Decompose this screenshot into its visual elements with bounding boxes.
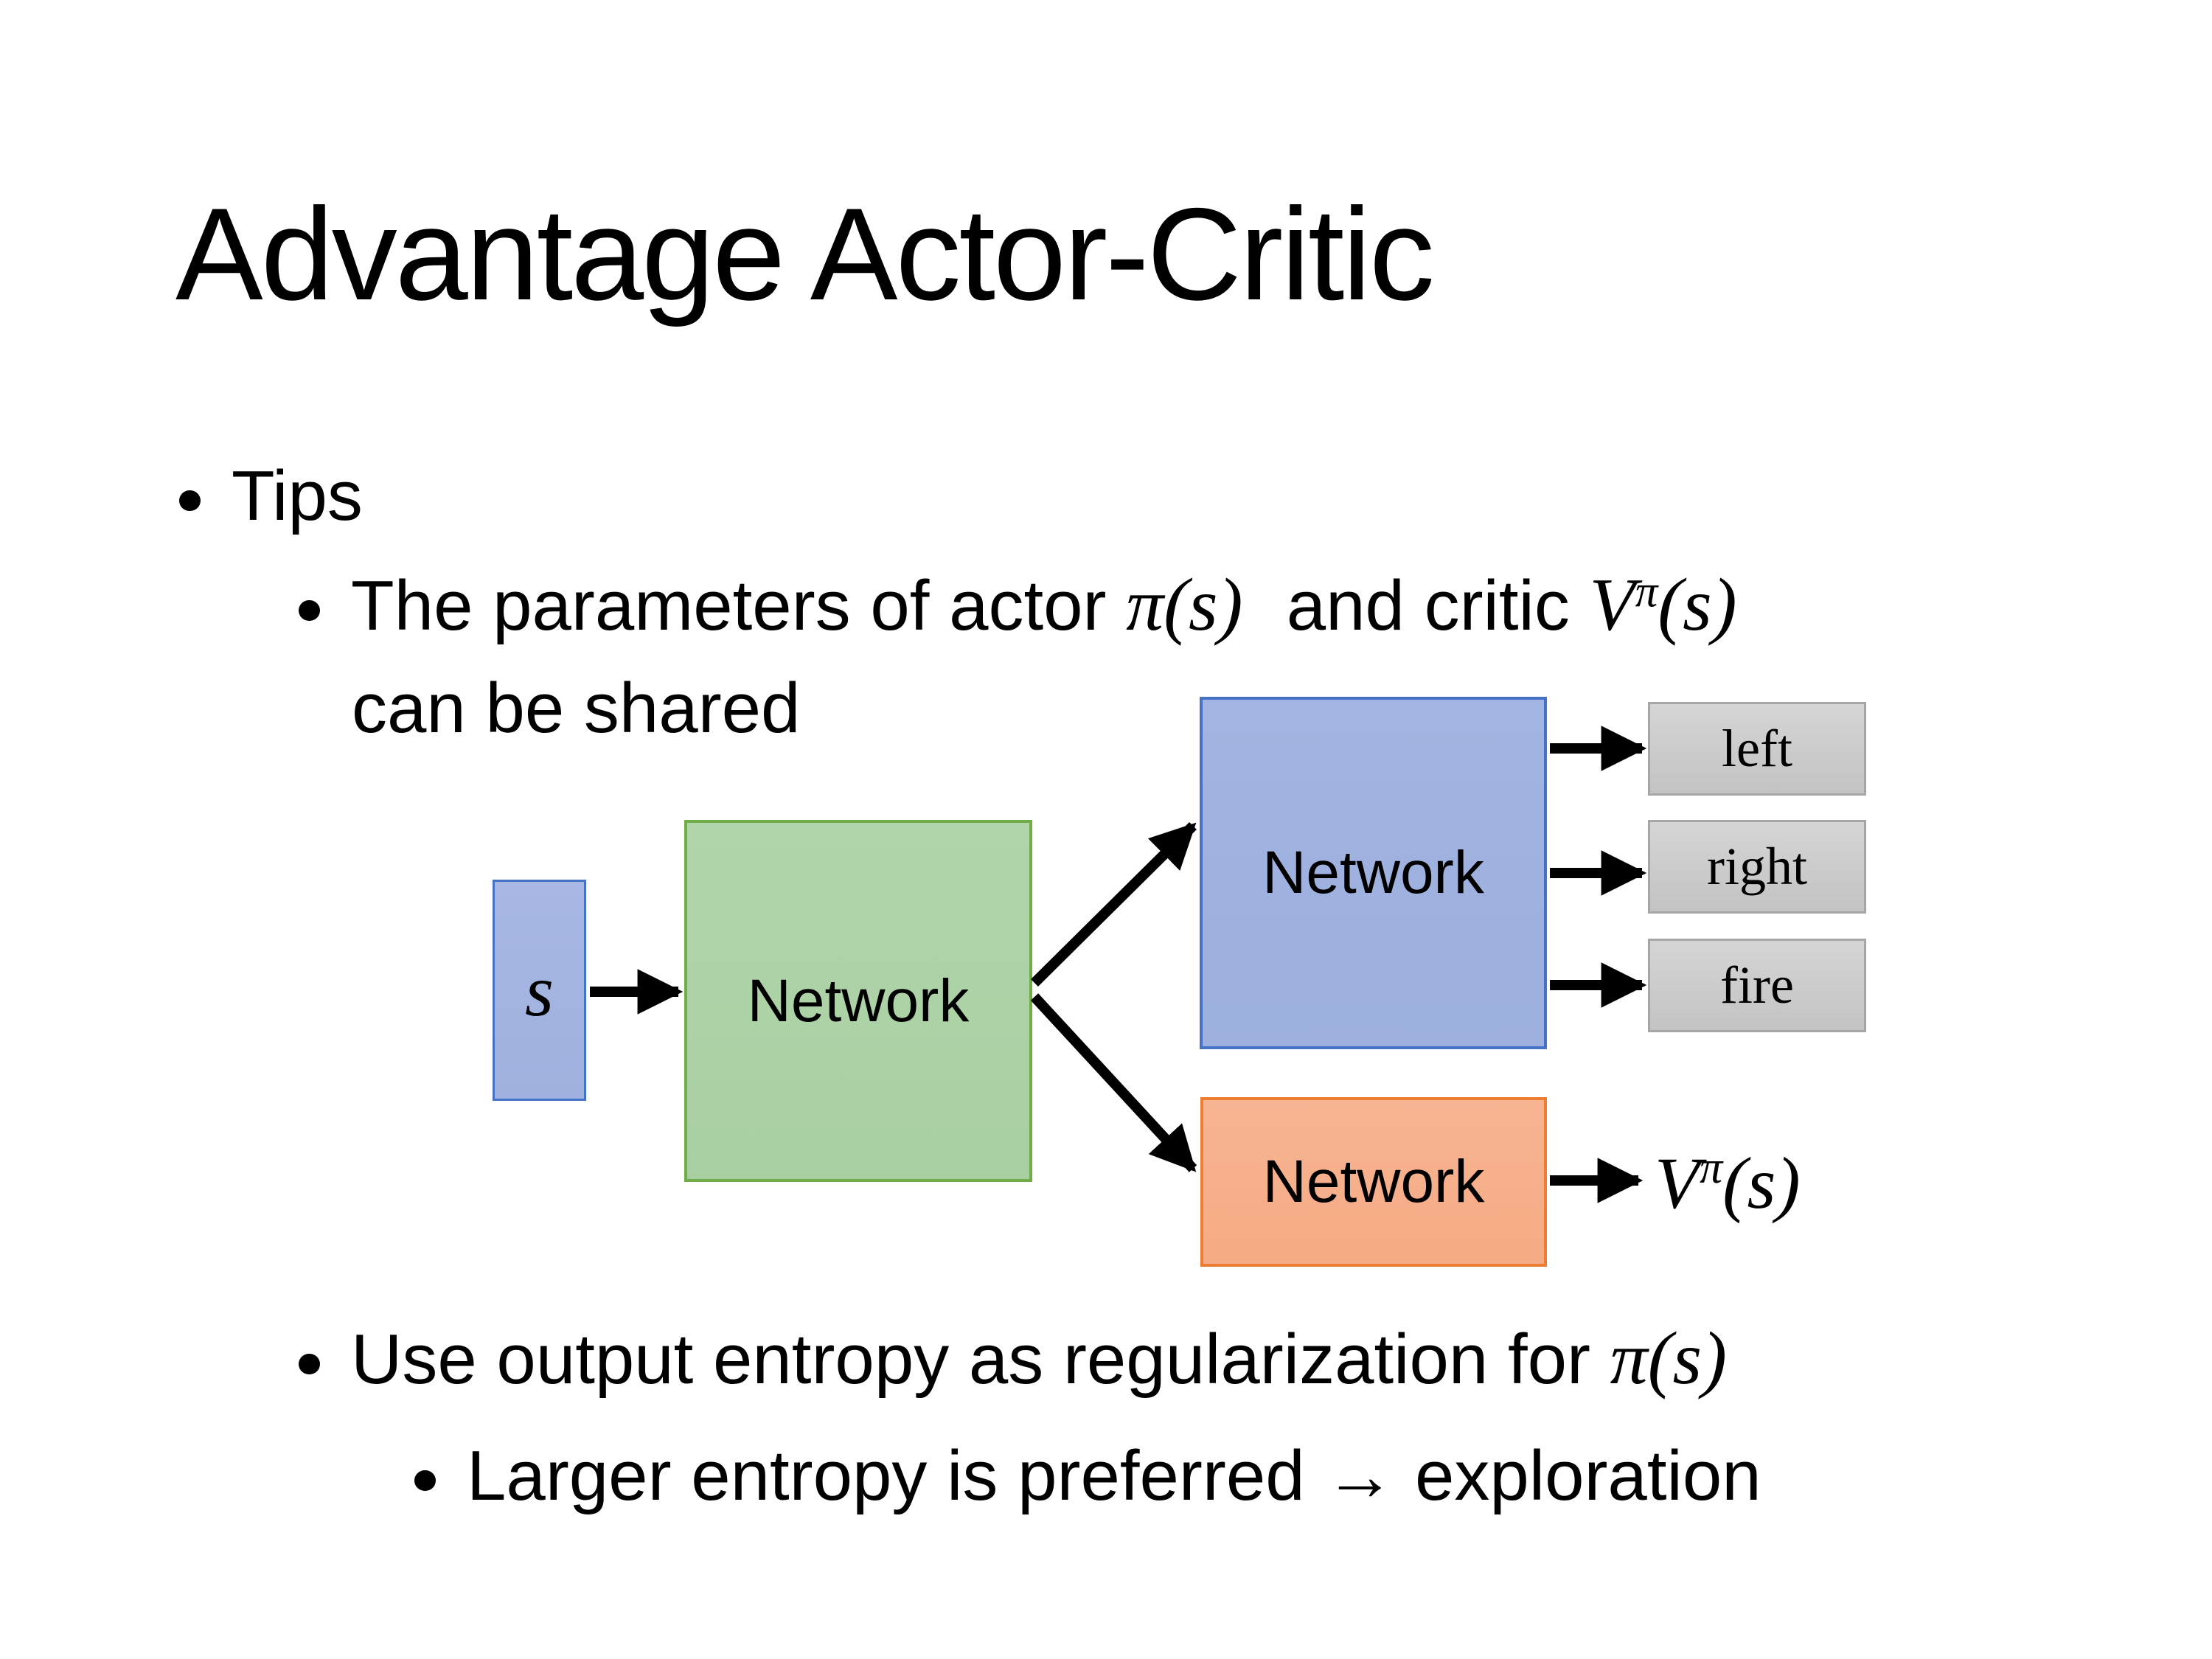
bullet-entropy-reg: Use output entropy as regularization for… [299, 1314, 1727, 1404]
critic-value-sup-pi: π [1635, 567, 1658, 617]
action-box-right: right [1648, 820, 1866, 914]
arrow-shared-to-critic [1030, 993, 1197, 1172]
arrow-shared-to-actor [1031, 822, 1197, 987]
actor-network-label: Network [1262, 839, 1484, 906]
critic-value-V: V [1589, 563, 1635, 647]
critic-output-value: Vπ(s) [1655, 1139, 1801, 1228]
bullet-dot [414, 1470, 436, 1492]
state-input-box: s [493, 880, 586, 1101]
critic-output-sup-pi: π [1700, 1142, 1723, 1193]
critic-output-arg: (s) [1722, 1142, 1801, 1224]
bullet-shared-params-text: The parameters of actor [351, 566, 1127, 645]
bullet-dot [179, 490, 201, 512]
policy-math: π(s) [1610, 1317, 1727, 1400]
shared-network-label: Network [747, 967, 970, 1034]
bullet-shared-params-line2: can be shared [352, 666, 800, 751]
action-fire-label: fire [1720, 956, 1794, 1015]
bullet-shared-params-line2-text: can be shared [352, 669, 801, 748]
bullet-larger-entropy: Larger entropy is preferred → exploratio… [414, 1433, 1761, 1518]
critic-network-box: Network [1200, 1097, 1547, 1267]
bullet-tips: Tips [179, 453, 363, 538]
actor-policy-math: π(s) [1126, 563, 1243, 647]
state-input-label: s [525, 949, 554, 1032]
action-left-label: left [1722, 719, 1792, 778]
bullet-tips-label: Tips [232, 456, 363, 535]
critic-output-V: V [1655, 1142, 1700, 1224]
action-right-label: right [1707, 837, 1807, 896]
bullet-dot [299, 1353, 320, 1375]
actor-network-box: Network [1200, 697, 1547, 1049]
slide-title: Advantage Actor-Critic [175, 181, 1435, 327]
action-box-left: left [1648, 702, 1866, 796]
bullet-shared-params-mid: and critic [1267, 566, 1590, 645]
bullet-shared-params-line1: The parameters of actor π(s) and critic … [299, 560, 1737, 650]
bullet-dot [299, 599, 320, 622]
shared-network-box: Network [684, 820, 1032, 1182]
bullet-entropy-reg-text: Use output entropy as regularization for [351, 1320, 1610, 1399]
critic-network-label: Network [1262, 1148, 1485, 1215]
critic-value-arg: (s) [1658, 563, 1737, 647]
critic-value-math: Vπ(s) [1590, 563, 1737, 647]
action-box-fire: fire [1648, 939, 1866, 1032]
bullet-larger-entropy-text: Larger entropy is preferred → exploratio… [467, 1436, 1761, 1515]
